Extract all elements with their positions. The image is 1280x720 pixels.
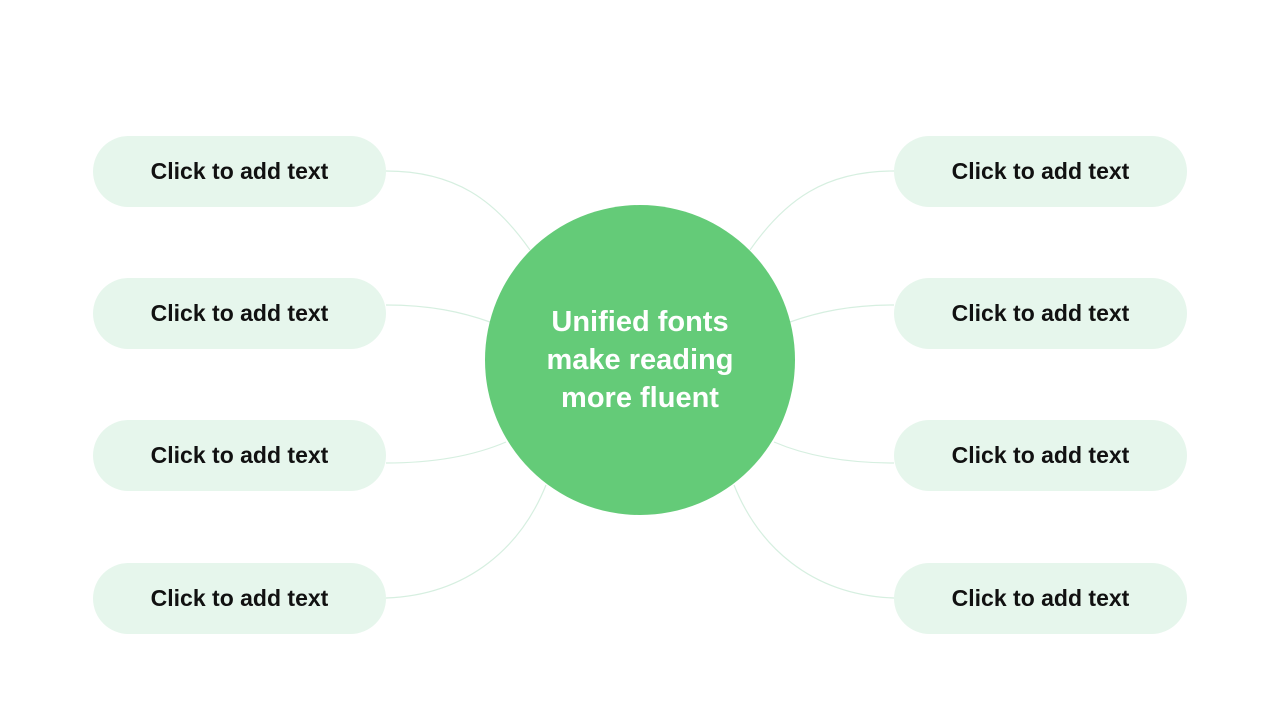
connector-right-3 (773, 441, 895, 464)
connector-left-2 (385, 304, 491, 323)
branch-node-label: Click to add text (951, 300, 1130, 326)
branch-node-left-4[interactable]: Click to add text (93, 563, 386, 634)
connector-right-1 (749, 170, 895, 251)
branch-node-left-2[interactable]: Click to add text (93, 278, 386, 349)
center-topic-node[interactable]: Unified fonts make reading more fluent (485, 205, 795, 515)
branch-node-label: Click to add text (150, 158, 329, 184)
branch-node-label: Click to add text (150, 442, 329, 468)
connector-right-2 (789, 304, 895, 323)
connector-left-1 (385, 170, 531, 251)
branch-node-label: Click to add text (951, 585, 1130, 611)
branch-node-left-1[interactable]: Click to add text (93, 136, 386, 207)
connector-left-4 (385, 484, 547, 599)
connector-left-3 (385, 441, 507, 464)
branch-node-right-4[interactable]: Click to add text (894, 563, 1187, 634)
branch-node-right-1[interactable]: Click to add text (894, 136, 1187, 207)
branch-node-label: Click to add text (150, 300, 329, 326)
connector-right-4 (733, 484, 895, 599)
branch-node-label: Click to add text (951, 158, 1130, 184)
center-topic-label: Unified fonts make reading more fluent (546, 306, 734, 414)
branch-node-label: Click to add text (951, 442, 1130, 468)
branch-node-right-3[interactable]: Click to add text (894, 420, 1187, 491)
branch-node-left-3[interactable]: Click to add text (93, 420, 386, 491)
branch-node-right-2[interactable]: Click to add text (894, 278, 1187, 349)
branch-node-label: Click to add text (150, 585, 329, 611)
